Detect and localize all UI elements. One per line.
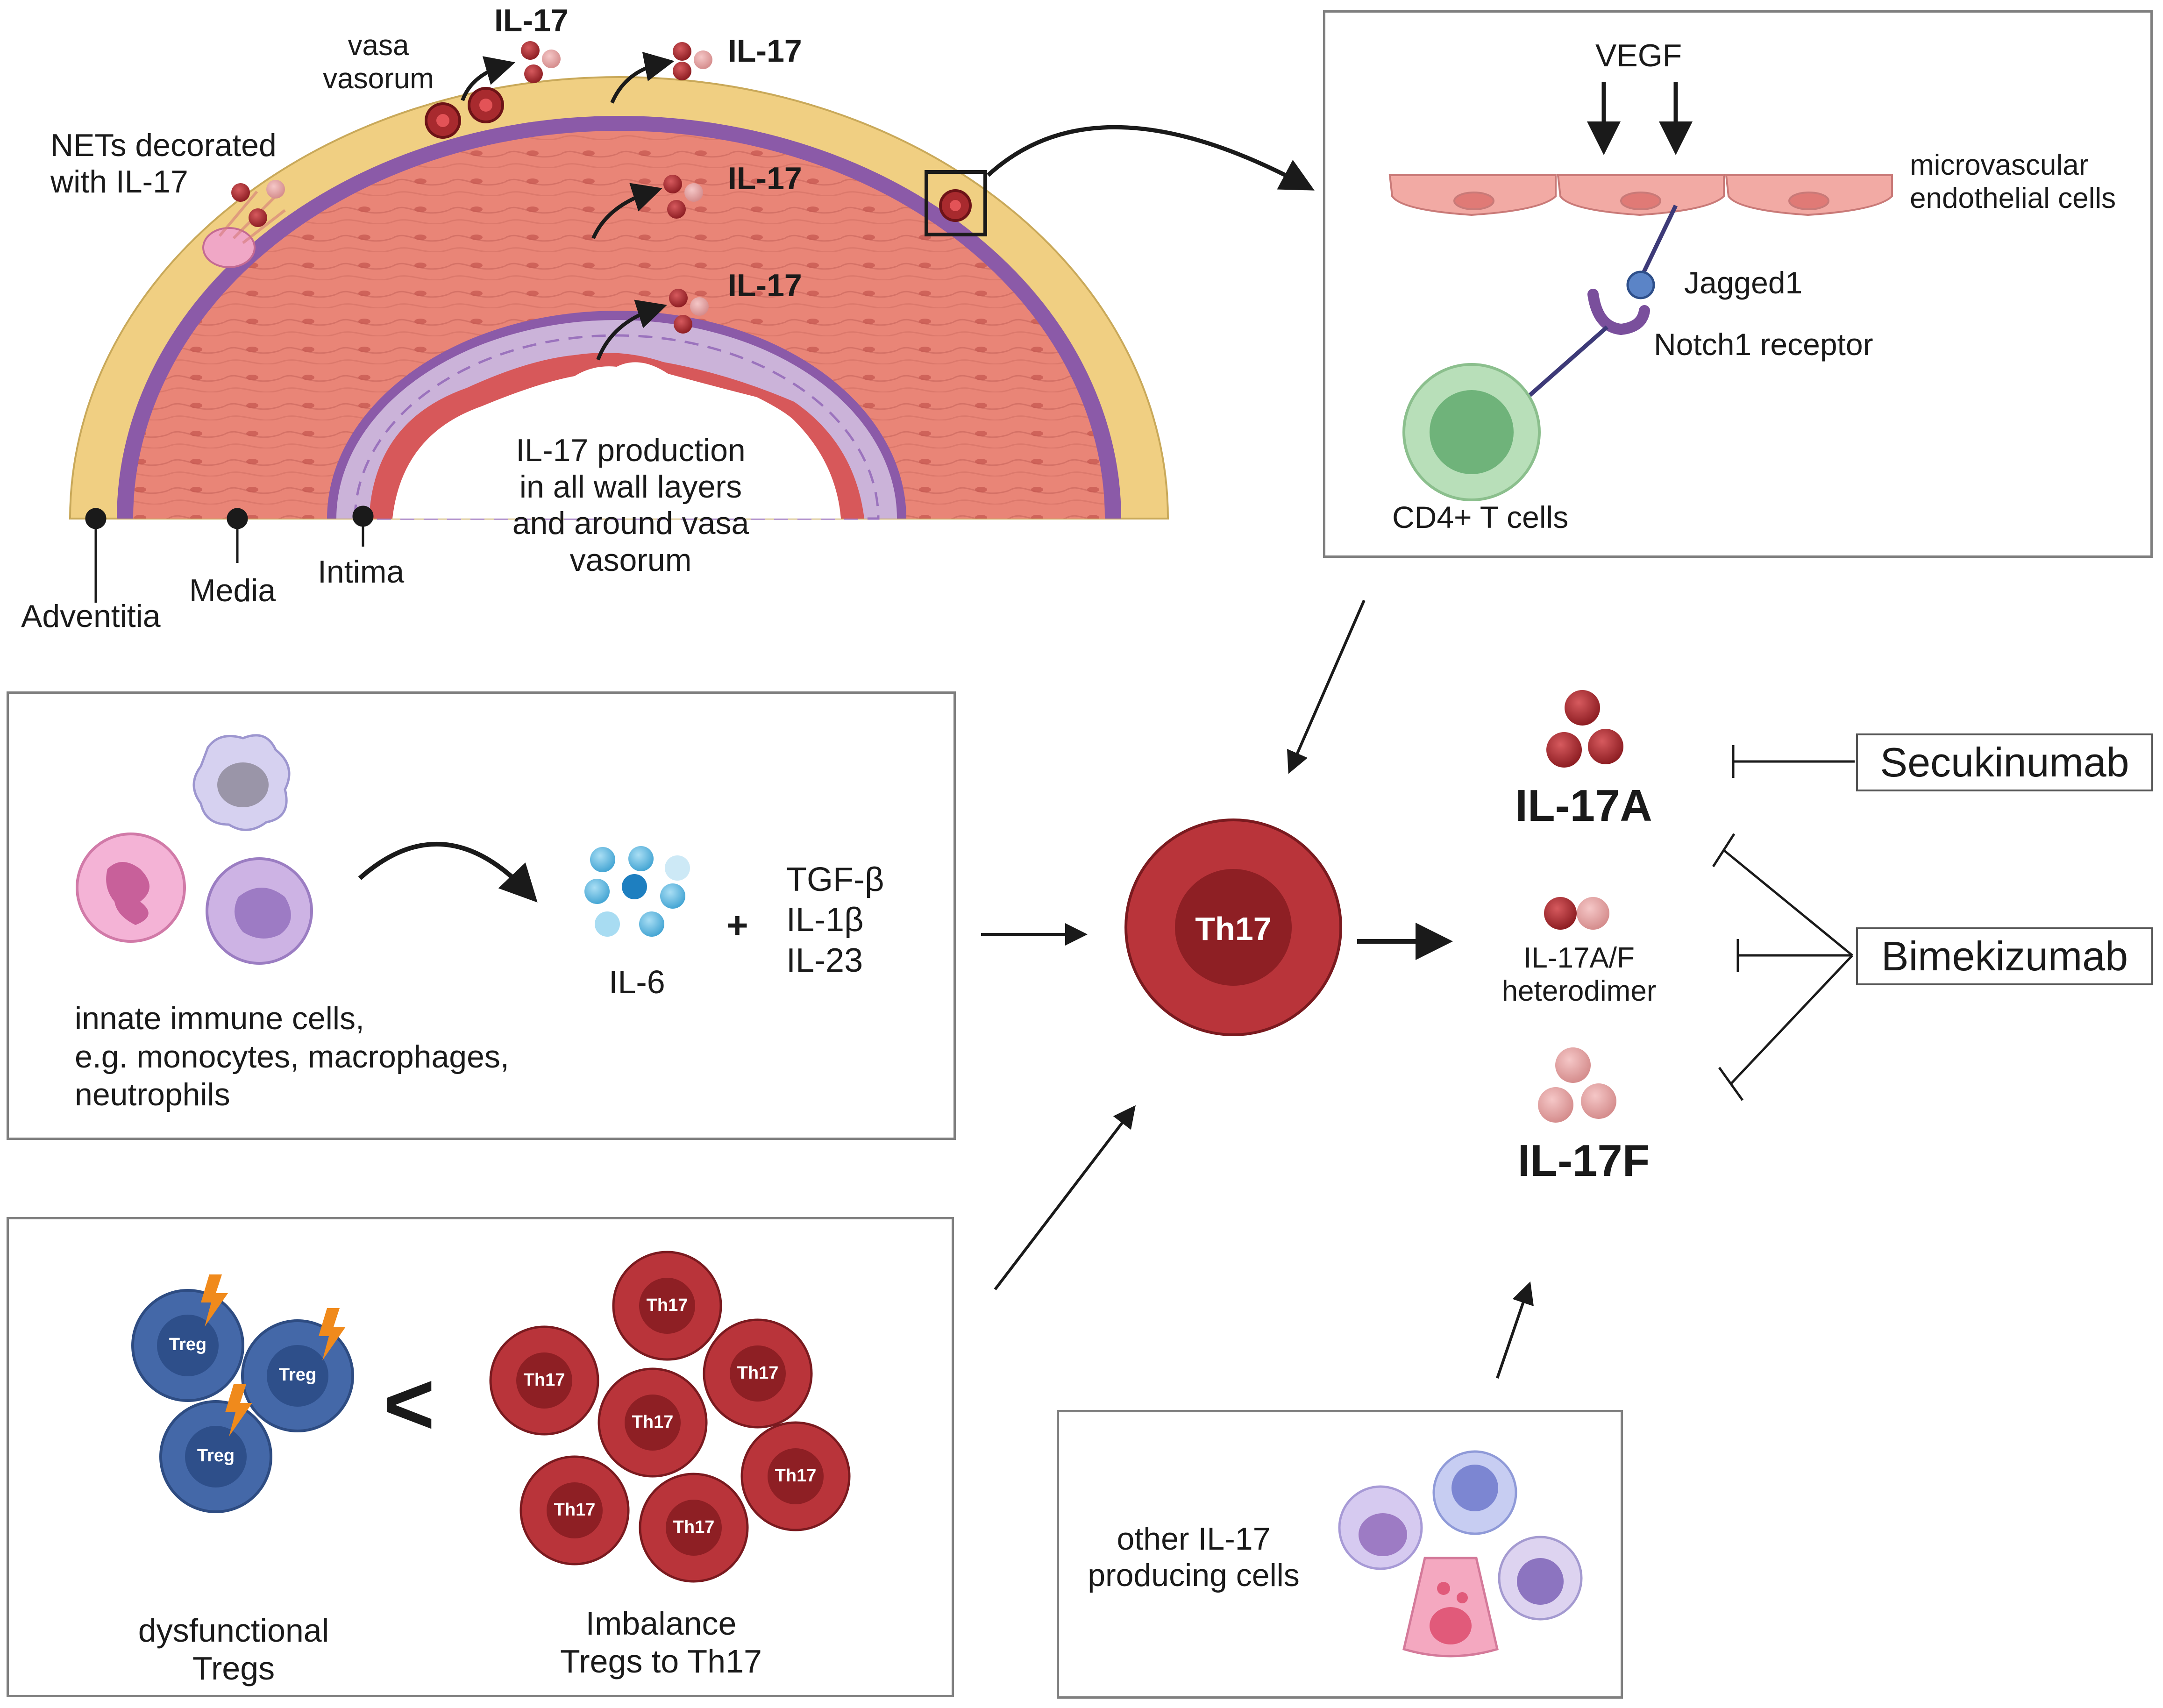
treg-panel xyxy=(7,1217,954,1697)
notch-graphics xyxy=(1388,82,1893,501)
media-label: Media xyxy=(189,573,276,608)
il17-dots-vessel xyxy=(231,41,712,334)
notch1-receptor xyxy=(1587,289,1650,335)
flow-arrows xyxy=(981,599,1534,1379)
th17-small-label-3: Th17 xyxy=(737,1363,779,1383)
bimekizumab-label: Bimekizumab xyxy=(1881,933,2128,979)
cd4-tcells-label: CD4+ T cells xyxy=(1392,500,1569,534)
dysfunctional-tregs-label: dysfunctional Tregs xyxy=(138,1612,329,1687)
il17-label-1: IL-17 xyxy=(494,3,569,38)
treg-label-1: Treg xyxy=(169,1335,207,1354)
vegf-label: VEGF xyxy=(1595,38,1682,73)
intima-label: Intima xyxy=(318,554,405,590)
il17f-label: IL-17F xyxy=(1517,1136,1650,1186)
th17-small-label-2: Th17 xyxy=(523,1370,565,1390)
il6-label: IL-6 xyxy=(609,964,665,1000)
il6-cluster xyxy=(584,846,690,937)
vessel-wall xyxy=(69,41,1315,603)
vasa-vasorum-label: vasa vasorum xyxy=(323,29,434,95)
endothelial-label: microvascular endothelial cells xyxy=(1910,149,2116,215)
production-text: IL-17 production in all wall layers and … xyxy=(512,433,749,578)
plus-sign: + xyxy=(726,904,748,946)
th17-small-label-5: Th17 xyxy=(775,1466,817,1486)
th17-cluster xyxy=(489,1251,851,1583)
secukinumab-label: Secukinumab xyxy=(1880,739,2129,785)
jagged1-ligand xyxy=(1626,270,1655,299)
other-cells-panel xyxy=(1057,1410,1623,1699)
notch-panel xyxy=(1323,10,2153,558)
other-cells-label: other IL-17 producing cells xyxy=(1088,1521,1300,1594)
adventitia-label: Adventitia xyxy=(21,598,161,634)
bimekizumab-box: Bimekizumab xyxy=(1856,927,2153,985)
less-than-sign: < xyxy=(383,1354,435,1453)
treg-label-2: Treg xyxy=(278,1365,317,1385)
il17-label-3: IL-17 xyxy=(728,161,802,196)
zoom-square xyxy=(925,170,987,236)
innate-graphics xyxy=(76,734,690,965)
il17-label-4: IL-17 xyxy=(728,268,802,303)
th17-central-label: Th17 xyxy=(1195,911,1272,947)
il17a-label: IL-17A xyxy=(1515,781,1652,831)
lightning-icons xyxy=(201,1274,346,1437)
th17-small-label-4: Th17 xyxy=(632,1412,674,1432)
treg-label-3: Treg xyxy=(197,1446,235,1466)
heterodimer-label: IL-17A/F heterodimer xyxy=(1501,942,1657,1008)
endothelial-cells xyxy=(1388,174,1893,216)
innate-panel xyxy=(7,691,956,1140)
th17-small-label-6: Th17 xyxy=(554,1500,596,1520)
treg-th17-graphics xyxy=(131,1251,851,1583)
il17-label-2: IL-17 xyxy=(728,33,802,69)
imbalance-label: Imbalance Tregs to Th17 xyxy=(560,1605,762,1680)
th17-small-label-7: Th17 xyxy=(673,1517,715,1537)
nets-label: NETs decorated with IL-17 xyxy=(50,128,277,200)
neutrophil-net xyxy=(202,227,256,268)
notch1-label: Notch1 receptor xyxy=(1654,327,1873,362)
il17-products xyxy=(1538,690,1623,1123)
jagged1-label: Jagged1 xyxy=(1684,265,1803,300)
inhibition-lines xyxy=(1712,745,1855,1101)
secukinumab-box: Secukinumab xyxy=(1856,733,2153,791)
th17-small-label-1: Th17 xyxy=(646,1295,688,1315)
lumen xyxy=(392,362,841,519)
cytokines-label: TGF-β IL-1β IL-23 xyxy=(786,861,884,979)
innate-cells-label: innate immune cells, e.g. monocytes, mac… xyxy=(75,1001,509,1113)
other-cells-graphics xyxy=(1338,1450,1583,1658)
